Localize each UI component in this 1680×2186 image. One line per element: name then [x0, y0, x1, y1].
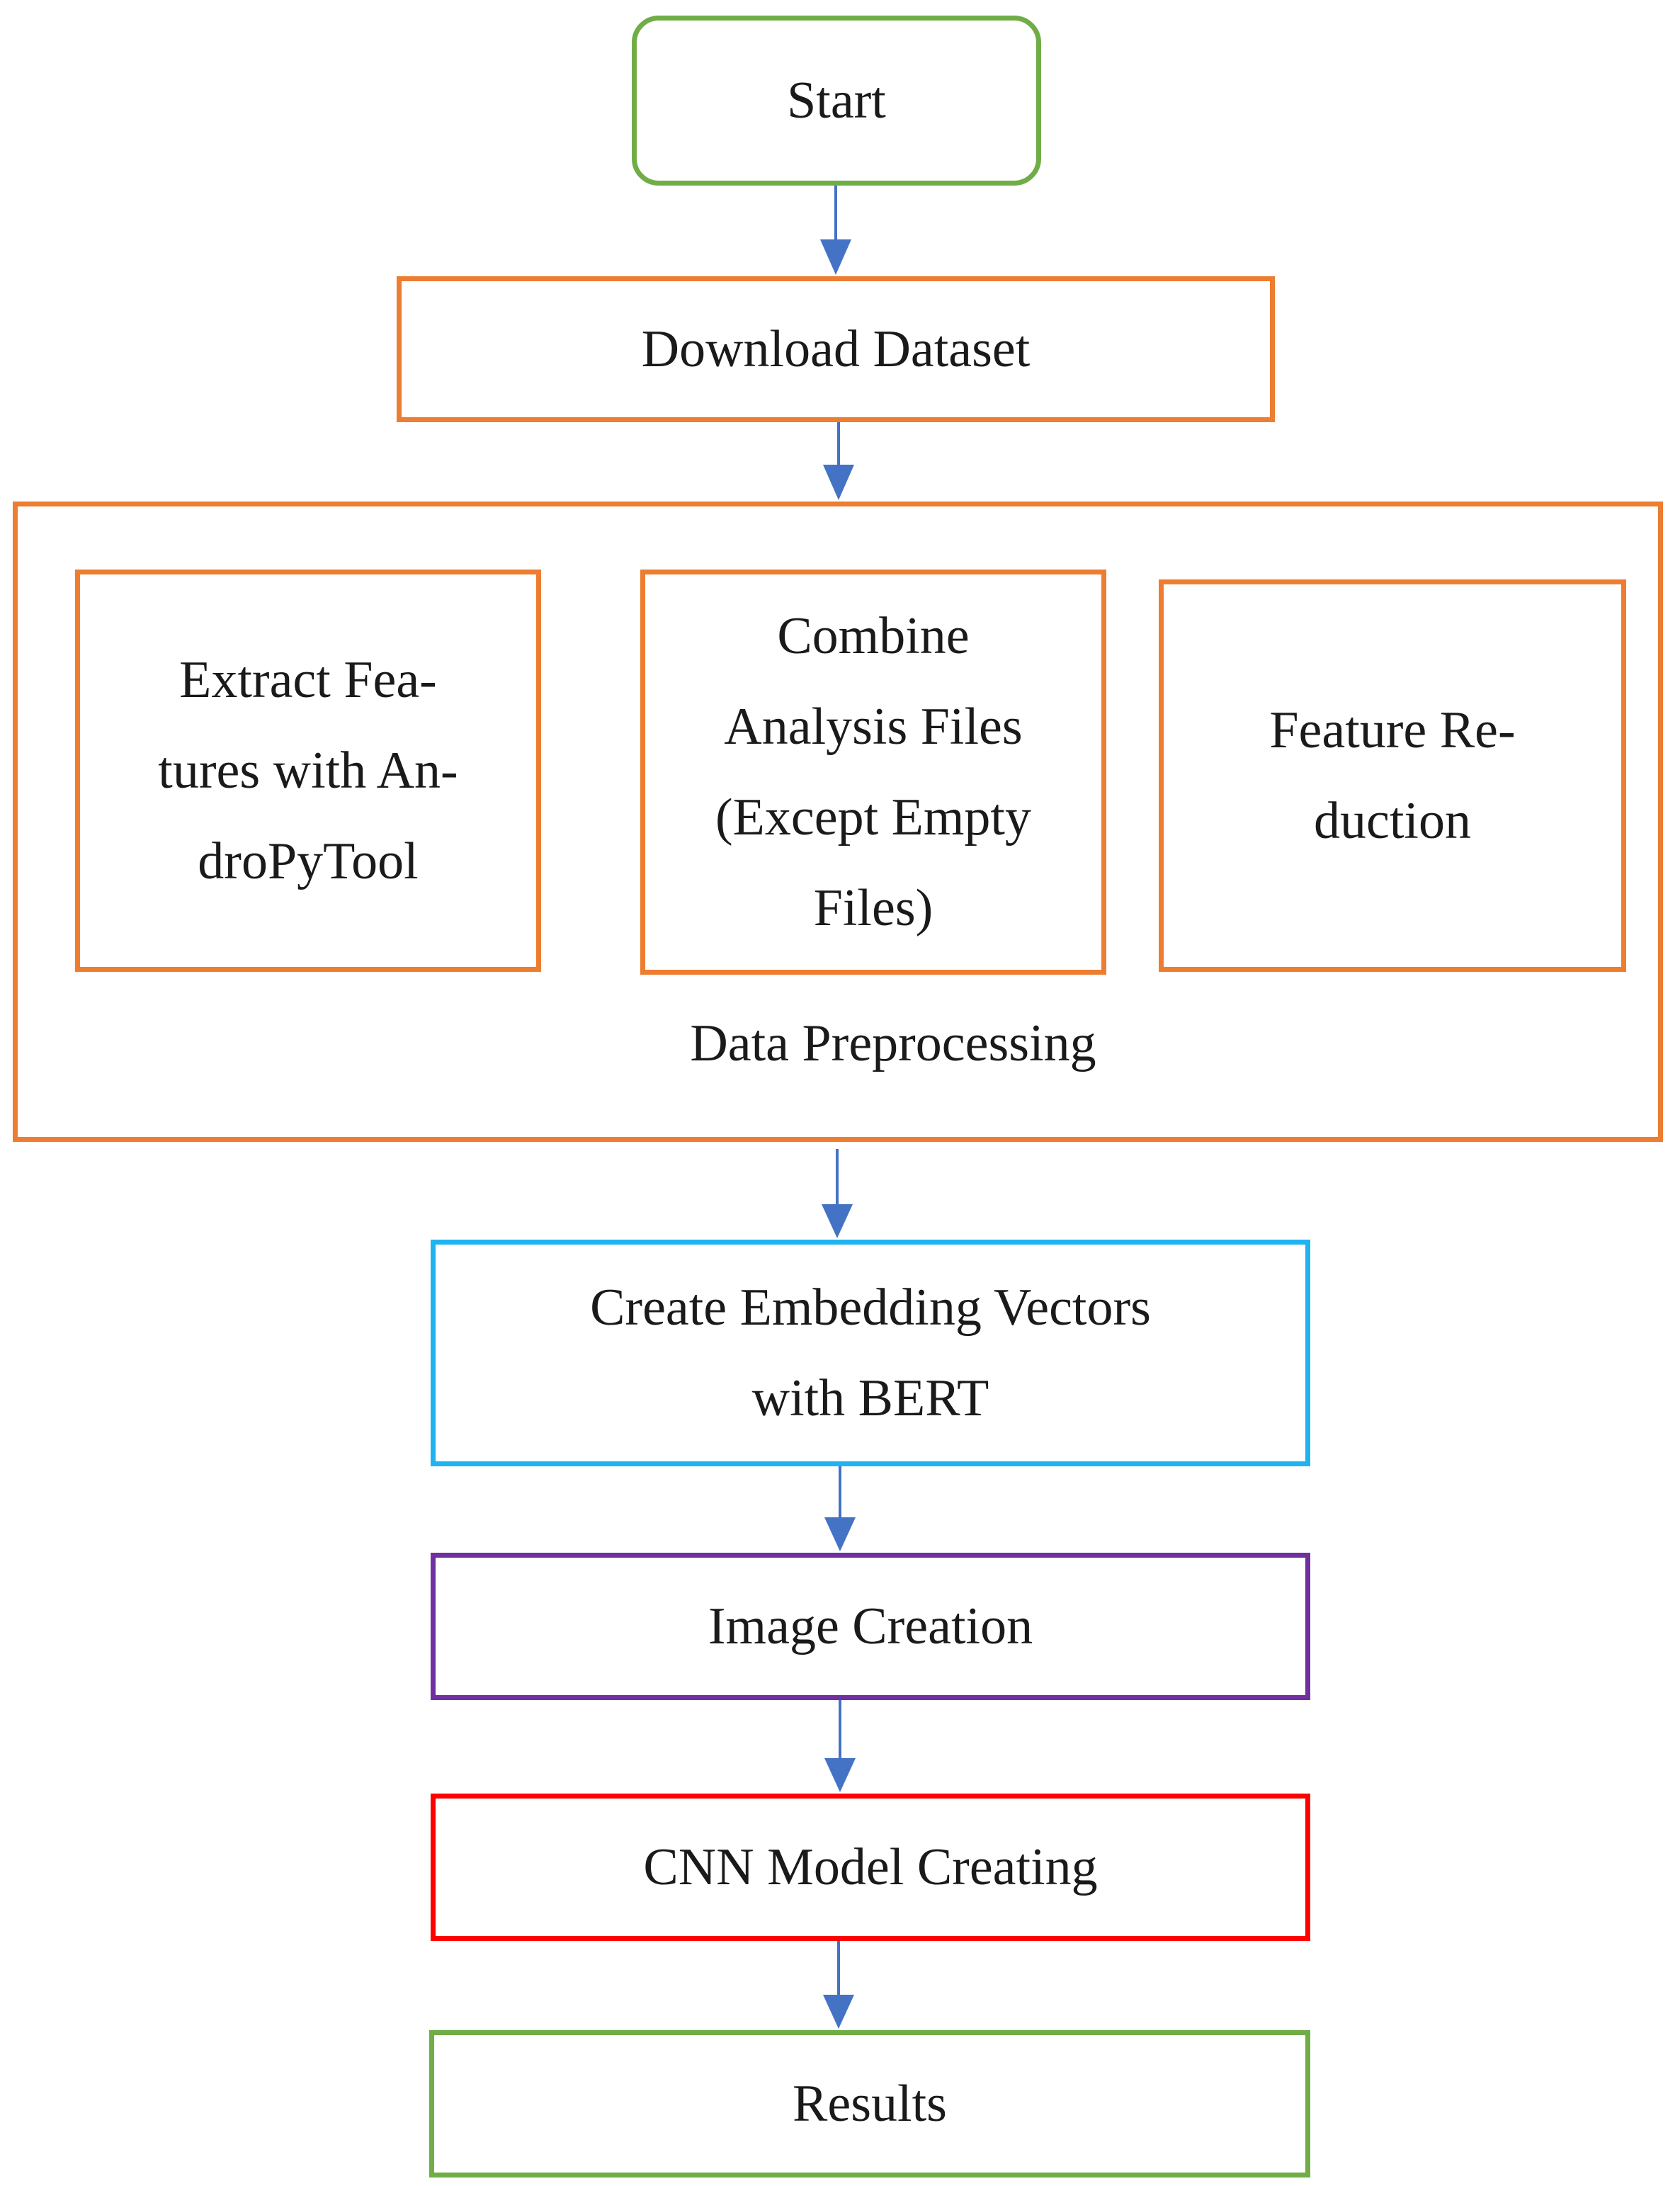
combine-files-label: Combine Analysis Files (Except Empty Fil… — [715, 607, 1031, 937]
embedding-node: Create Embedding Vectors with BERT — [431, 1240, 1310, 1466]
image-creation-node: Image Creation — [431, 1553, 1310, 1700]
results-label: Results — [793, 2075, 947, 2133]
data-preprocessing-title: Data Preprocessing — [690, 1014, 1096, 1072]
results-node: Results — [429, 2030, 1310, 2177]
download-dataset-node: Download Dataset — [397, 276, 1275, 422]
cnn-model-node: CNN Model Creating — [431, 1794, 1310, 1941]
extract-features-label: Extract Fea- tures with An- droPyTool — [158, 651, 458, 890]
extract-features-node: Extract Fea- tures with An- droPyTool — [75, 570, 541, 972]
image-creation-label: Image Creation — [708, 1597, 1033, 1655]
start-node: Start — [632, 16, 1041, 186]
arrow-embedding-to-image — [824, 1466, 856, 1551]
arrow-cnn-to-results — [823, 1941, 854, 2029]
embedding-label: Create Embedding Vectors with BERT — [590, 1279, 1151, 1427]
arrow-start-to-download — [820, 186, 851, 275]
cnn-model-label: CNN Model Creating — [643, 1838, 1098, 1896]
download-dataset-label: Download Dataset — [641, 320, 1031, 378]
feature-reduction-label: Feature Re- duction — [1269, 701, 1516, 850]
combine-files-node: Combine Analysis Files (Except Empty Fil… — [640, 570, 1106, 975]
arrow-image-to-cnn — [824, 1700, 856, 1792]
arrow-preprocessing-to-embedding — [822, 1149, 853, 1238]
feature-reduction-node: Feature Re- duction — [1159, 579, 1626, 972]
start-label: Start — [787, 72, 886, 130]
